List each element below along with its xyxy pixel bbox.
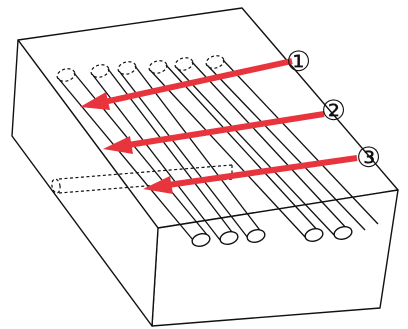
arrows [80, 58, 358, 194]
tube-exits [191, 226, 353, 247]
block-left-face [11, 39, 159, 327]
label-1: ① [286, 45, 311, 78]
arrow-3 [143, 155, 358, 194]
label-3: ③ [356, 141, 381, 174]
arrow-1 [80, 58, 293, 110]
label-2: ② [321, 94, 346, 127]
hidden-tube-entries [56, 55, 225, 82]
arrow-2 [103, 111, 325, 154]
